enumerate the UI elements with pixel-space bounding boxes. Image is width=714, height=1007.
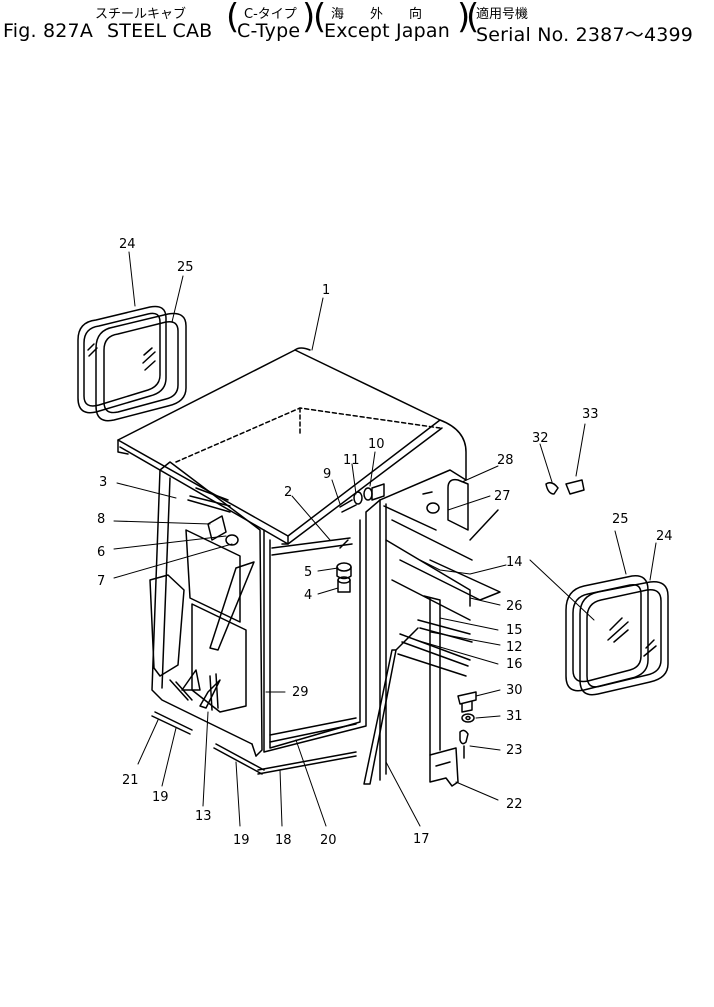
latch-parts: [397, 619, 477, 787]
callout-6: 6: [97, 545, 105, 560]
callout-2: 2: [284, 485, 292, 500]
callout-28: 28: [497, 453, 514, 468]
callout-33: 33: [582, 407, 599, 422]
left-window-glass: [77, 305, 167, 414]
callout-20: 20: [320, 833, 337, 848]
callout-7: 7: [97, 574, 105, 589]
callout-21: 21: [122, 773, 139, 788]
cab-roof: [117, 347, 467, 545]
callout-11: 11: [343, 453, 360, 468]
callout-19: 19: [233, 833, 250, 848]
callout-31: 31: [506, 709, 523, 724]
cab-frame: [149, 461, 501, 781]
bolts-and-washers: [336, 479, 585, 593]
callout-15: 15: [506, 623, 523, 638]
callout-4: 4: [304, 588, 312, 603]
weather-strips: [151, 627, 419, 785]
callout-29: 29: [292, 685, 309, 700]
jp-type: C-タイプ: [244, 7, 297, 22]
callout-14: 14: [506, 555, 523, 570]
callout-19-left: 19: [152, 790, 169, 805]
left-window-seal: [95, 312, 187, 422]
paren-close-2: ): [457, 0, 471, 37]
callout-26: 26: [506, 599, 523, 614]
callout-17: 17: [413, 832, 430, 847]
callout-16: 16: [506, 657, 523, 672]
callout-12: 12: [506, 640, 523, 655]
callout-1: 1: [322, 283, 330, 298]
callout-25-right: 25: [612, 512, 629, 527]
paren-open-2: (: [313, 0, 327, 37]
callout-25: 25: [177, 260, 194, 275]
callout-27: 27: [494, 489, 511, 504]
door-lock-parts: [187, 487, 239, 546]
callout-32: 32: [532, 431, 549, 446]
callout-23: 23: [506, 743, 523, 758]
jp-serial: 適用号機: [476, 7, 529, 22]
callout-24: 24: [119, 237, 136, 252]
callout-3: 3: [99, 475, 107, 490]
callout-22: 22: [506, 797, 523, 812]
callout-30: 30: [506, 683, 523, 698]
paren-close-1: ): [302, 0, 316, 37]
jp-title: スチールキャブ: [95, 7, 187, 22]
right-window-glass: [579, 581, 669, 696]
leader-lines: [113, 251, 657, 827]
callout-5: 5: [304, 565, 312, 580]
figure-title: STEEL CAB: [107, 20, 213, 42]
callout-24-right: 24: [656, 529, 673, 544]
region-note: Except Japan: [324, 20, 450, 42]
callout-8: 8: [97, 512, 105, 527]
callout-13: 13: [195, 809, 212, 824]
paren-open-1: (: [226, 0, 240, 37]
front-stays: [181, 537, 357, 743]
paren-open-3: (: [466, 0, 480, 37]
cab-type: C-Type: [237, 20, 301, 42]
serial-range: Serial No. 2387～4399: [476, 24, 694, 46]
jp-region: 海 外 向: [331, 7, 423, 22]
callout-labels: 24 25 1 3 2 9 11 10 28 27 32 33 8 6 7 5 …: [97, 237, 673, 848]
figure-number: Fig. 827A: [3, 20, 94, 42]
callout-18: 18: [275, 833, 292, 848]
callout-9: 9: [323, 467, 331, 482]
callout-10: 10: [368, 437, 385, 452]
